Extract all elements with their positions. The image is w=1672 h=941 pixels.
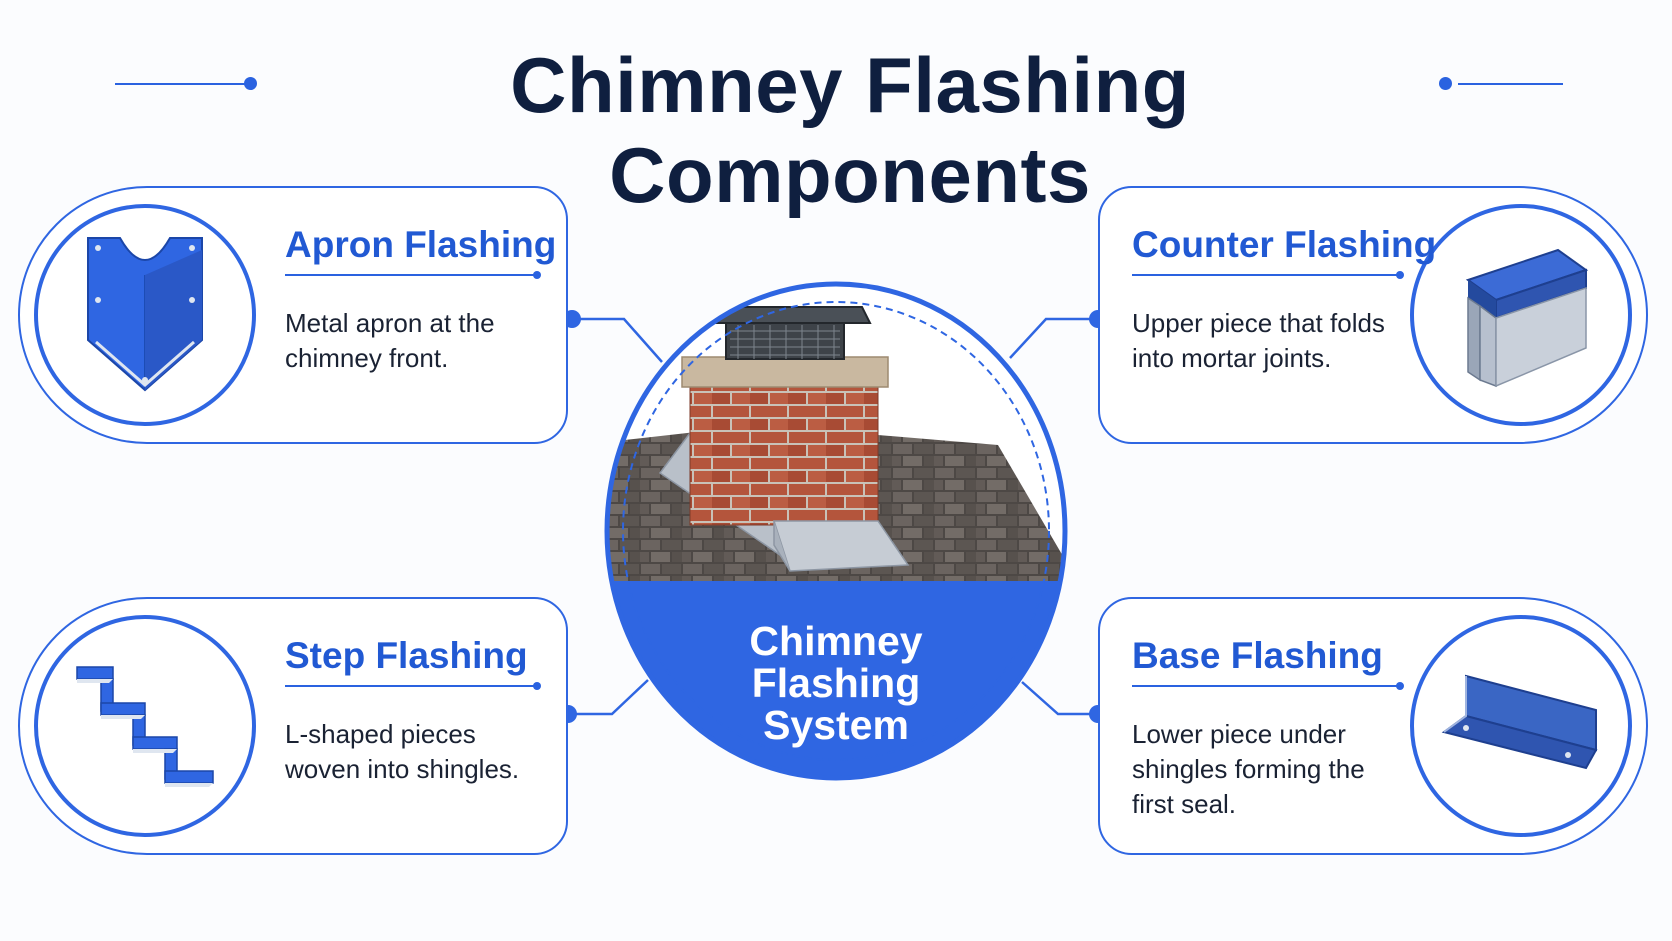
center-label-line-3: System bbox=[763, 702, 909, 748]
page-title: Chimney Flashing Components bbox=[510, 41, 1190, 219]
apron-flashing-description: Metal apron at the chimney front. bbox=[285, 308, 495, 373]
chimney-system-illustration: Chimney Flashing System bbox=[598, 275, 1074, 787]
title-rule-left bbox=[115, 83, 250, 85]
counter-flashing-title: Counter Flashing bbox=[1132, 224, 1437, 265]
card-counter-flashing: Counter Flashing Upper piece that folds … bbox=[1098, 186, 1648, 444]
title-rule-right bbox=[1458, 83, 1563, 85]
step-flashing-description: L-shaped pieces woven into shingles. bbox=[285, 719, 520, 784]
apron-flashing-title: Apron Flashing bbox=[285, 224, 557, 265]
center-label: Chimney Flashing System bbox=[598, 620, 1074, 746]
connector-counter bbox=[1009, 317, 1098, 359]
title-dot-right bbox=[1439, 77, 1452, 90]
title-row: Chimney Flashing Components bbox=[0, 30, 1672, 219]
chimney-roof-icon bbox=[604, 281, 1068, 781]
card-base-flashing: Base Flashing Lower piece under shingles… bbox=[1098, 597, 1648, 855]
base-flashing-title: Base Flashing bbox=[1132, 635, 1383, 676]
apron-flashing-icon-frame bbox=[34, 204, 256, 426]
center-label-line-2: Flashing bbox=[751, 660, 921, 706]
counter-flashing-icon-frame bbox=[1410, 204, 1632, 426]
apron-flashing-icon bbox=[87, 237, 203, 392]
base-flashing-icon-frame bbox=[1410, 615, 1632, 837]
base-flashing-description: Lower piece under shingles forming the f… bbox=[1132, 719, 1365, 819]
center-label-line-1: Chimney bbox=[749, 618, 923, 664]
connector-apron bbox=[572, 317, 663, 363]
base-flashing-underline bbox=[1132, 682, 1404, 690]
card-step-flashing: Step Flashing L-shaped pieces woven into… bbox=[18, 597, 568, 855]
step-flashing-underline bbox=[285, 682, 541, 690]
base-flashing-icon bbox=[1441, 674, 1598, 770]
card-apron-flashing: Apron Flashing Metal apron at the chimne… bbox=[18, 186, 568, 444]
step-flashing-icon bbox=[76, 666, 214, 787]
step-flashing-title: Step Flashing bbox=[285, 635, 528, 676]
step-flashing-icon-frame bbox=[34, 615, 256, 837]
connector-step bbox=[568, 679, 649, 716]
counter-flashing-icon bbox=[1465, 248, 1589, 388]
apron-flashing-underline bbox=[285, 271, 541, 279]
title-dot-left bbox=[244, 77, 257, 90]
counter-flashing-underline bbox=[1132, 271, 1404, 279]
connector-base bbox=[1021, 681, 1098, 716]
counter-flashing-description: Upper piece that folds into mortar joint… bbox=[1132, 308, 1385, 373]
